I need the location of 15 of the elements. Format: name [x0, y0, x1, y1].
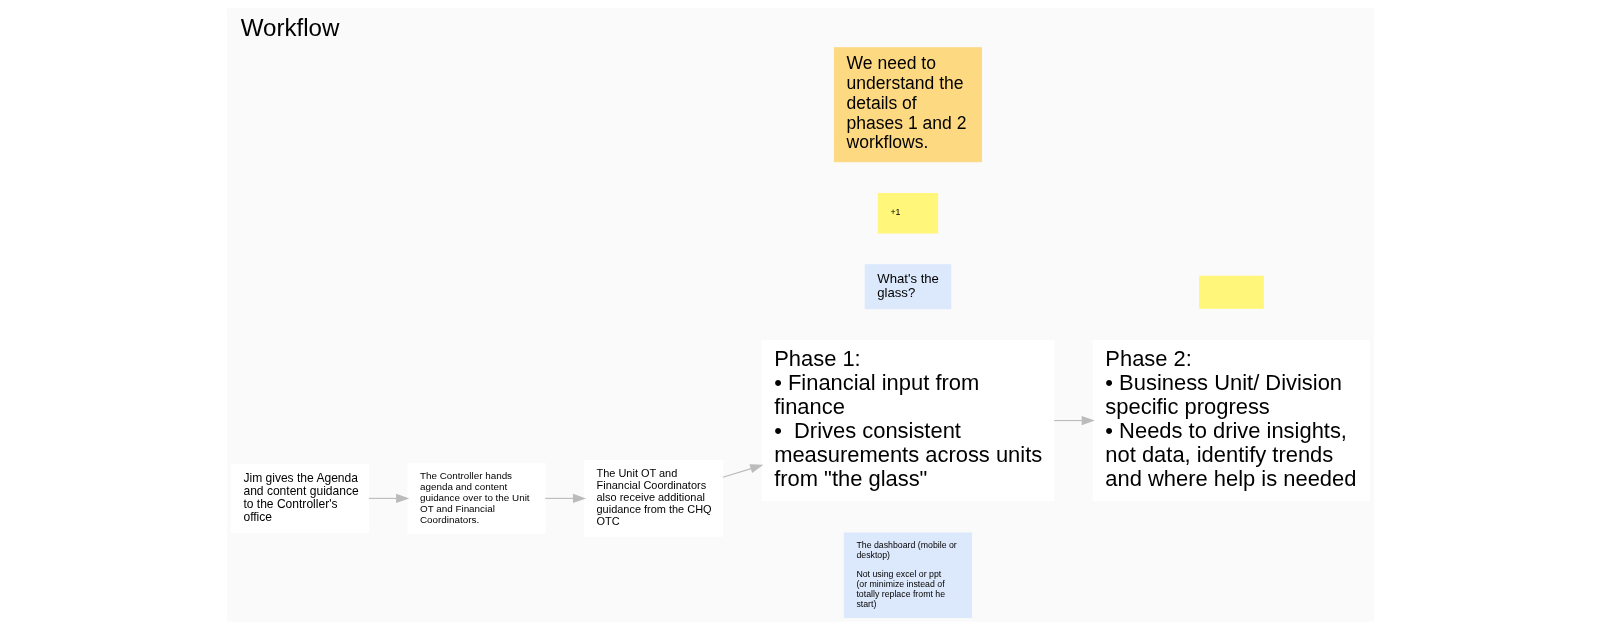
arrow — [1053, 415, 1095, 426]
arrow — [544, 493, 586, 503]
node-box: The dashboard (mobile or desktop) Not using excel or ppt (or minimize instead of totally replace fromt he start) — [843, 532, 972, 618]
node-box: We need to understand the details of phases 1 and 2 workflows. — [833, 47, 982, 163]
node-box: +1 — [877, 193, 938, 234]
arrow — [721, 464, 763, 478]
node-text: The Controller hands agenda and content guidance over to the Unit OT and Financial Coordinators. — [419, 469, 530, 525]
node-box — [1198, 275, 1264, 309]
node-text: Jim gives the Agenda and content guidance to the Controller's office — [242, 470, 359, 525]
arrow — [367, 493, 409, 503]
node-text: Phase 1: • Financial input from finance • Drives consistent measurements across units from "the glass" — [773, 345, 1042, 492]
node-box: What's the glass? — [864, 264, 951, 310]
node-text: The Unit OT and Financial Coordinators also receive additional guidance from the CHQ OTC — [596, 467, 712, 528]
node-text: Phase 2: • Business Unit/ Division specific progress • Needs to drive insights, not data, identify trends and where help is needed — [1104, 345, 1356, 492]
diagram-title: Workflow — [240, 14, 339, 42]
